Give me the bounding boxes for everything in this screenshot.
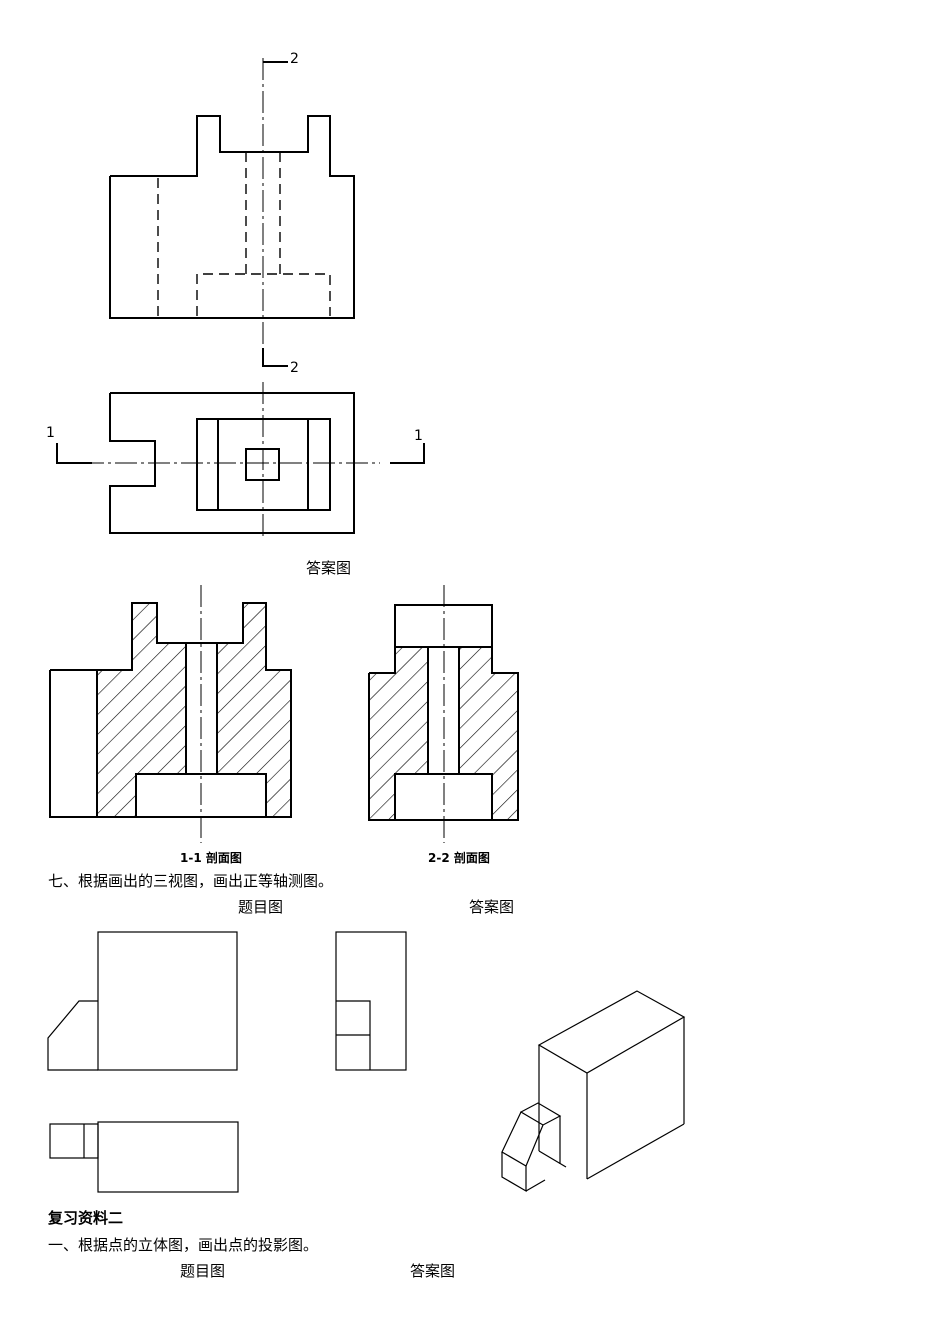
question-7-text: 七、根据画出的三视图，画出正等轴测图。 [48,872,334,890]
section-label-2-2: 2-2 剖面图 [428,850,490,865]
section-label-1-1: 1-1 剖面图 [180,850,242,865]
three-view-problem-drawing [47,931,407,1193]
section-view-1-1: 1-1 剖面图 [49,585,292,865]
section-view-2-2: 2-2 剖面图 [368,585,519,865]
q7-problem-caption: 题目图 [238,898,284,916]
top-view-drawing: 1 1 [46,382,425,540]
section-mark-1-right: 1 [414,428,423,444]
review-heading: 复习资料二 [48,1209,124,1227]
q1-problem-caption: 题目图 [180,1262,226,1280]
q7-answer-caption: 答案图 [469,898,515,916]
question-1-text: 一、根据点的立体图，画出点的投影图。 [48,1236,319,1254]
front-view-drawing: 2 2 [109,51,355,376]
q1-answer-caption: 答案图 [410,1262,456,1280]
section-mark-2-top: 2 [290,51,299,67]
section-mark-2-bottom: 2 [290,360,299,376]
answer-caption-1: 答案图 [306,559,352,577]
section-mark-1-left: 1 [46,425,55,441]
isometric-answer-drawing [501,990,686,1193]
